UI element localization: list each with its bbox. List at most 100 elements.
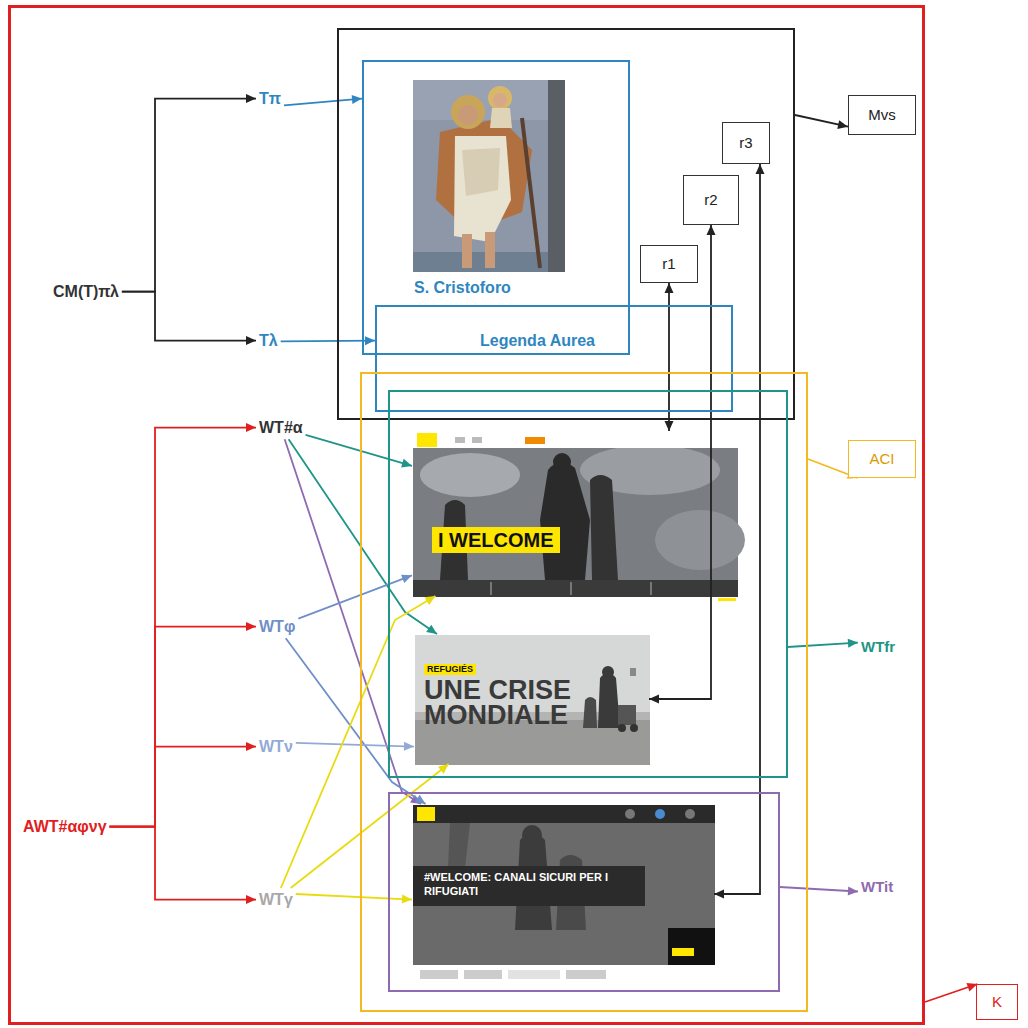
node-text: r1 bbox=[662, 255, 675, 273]
node-text: Tπ bbox=[259, 89, 281, 108]
arrow-head bbox=[707, 225, 716, 235]
node-text: r2 bbox=[704, 191, 717, 209]
node-text: S. Cristoforo bbox=[414, 278, 511, 297]
ref-box: r1 bbox=[640, 245, 698, 283]
connector-line bbox=[649, 225, 711, 699]
arrow-head bbox=[352, 95, 362, 104]
arrow-head bbox=[246, 742, 256, 751]
arrow-head bbox=[246, 622, 256, 631]
text-frame: Legenda Aurea bbox=[375, 305, 733, 412]
node-text: WTit bbox=[861, 878, 893, 896]
node-text: ACI bbox=[869, 450, 894, 468]
text-label: WTfr bbox=[858, 636, 898, 658]
connector-line bbox=[788, 643, 859, 647]
connector-arrow bbox=[298, 575, 412, 619]
ref-box: r2 bbox=[683, 175, 739, 225]
arrow-head bbox=[848, 639, 858, 648]
connector-arrow bbox=[306, 435, 412, 468]
text-label: Tλ bbox=[256, 329, 281, 352]
connector-line bbox=[110, 747, 256, 827]
node-text: CM(T)πλ bbox=[53, 282, 119, 301]
arrow-head bbox=[246, 336, 256, 345]
ref-box: r3 bbox=[722, 122, 770, 164]
result-box: ACI bbox=[848, 440, 916, 478]
connector-arrow bbox=[122, 292, 256, 346]
connector-line bbox=[296, 743, 414, 747]
connector-line bbox=[291, 764, 449, 888]
screenshot: I WELCOME bbox=[412, 431, 737, 596]
connector-arrow bbox=[714, 164, 765, 899]
connector-arrow bbox=[788, 639, 859, 648]
node-text: WT#α bbox=[259, 418, 303, 437]
group-frame: #WELCOME: CANALI SICURI PER I RIFUGIATI bbox=[388, 792, 780, 992]
arrow-head bbox=[402, 895, 412, 904]
arrow-head bbox=[246, 895, 256, 904]
node-text: REFUGIÉS bbox=[424, 664, 476, 675]
group-label: AWT#αφνγ bbox=[20, 815, 110, 838]
connector-arrow bbox=[281, 596, 436, 888]
arrow-head bbox=[365, 336, 375, 345]
node-text: AWT#αφνγ bbox=[23, 817, 107, 836]
web-screenshot bbox=[413, 805, 715, 985]
connector-line bbox=[281, 596, 436, 888]
node-text: WTfr bbox=[861, 638, 895, 656]
connector-line bbox=[298, 575, 412, 618]
connector-line bbox=[284, 99, 362, 106]
group-frame: S. CristoforoLegenda Aurea r1 r2 r3 bbox=[337, 28, 795, 420]
connector-arrow bbox=[281, 336, 375, 345]
screenshot: REFUGIÉSUNE CRISE MONDIALE bbox=[414, 634, 649, 764]
node-text: #WELCOME: CANALI SICURI PER I RIFUGIATI bbox=[424, 870, 624, 899]
connector-arrow bbox=[110, 622, 256, 827]
text-label: WTν bbox=[256, 735, 296, 758]
node-text: r3 bbox=[739, 134, 752, 152]
connector-arrow bbox=[286, 638, 426, 804]
group-label: CM(T)πλ bbox=[50, 280, 122, 303]
connector-line bbox=[281, 340, 375, 343]
node-text: Mvs bbox=[868, 106, 896, 124]
node-text: I WELCOME bbox=[432, 527, 560, 553]
group-frame: I WELCOME REFUGIÉSUNE CRISE MONDIALE #WELC… bbox=[360, 372, 808, 1012]
text-label: WTγ bbox=[256, 888, 296, 911]
image-frame: S. Cristoforo bbox=[362, 60, 630, 355]
arrow-head bbox=[665, 421, 674, 431]
arrow-head bbox=[837, 120, 848, 129]
connector-line bbox=[296, 894, 412, 900]
connector-arrow bbox=[110, 742, 256, 827]
connector-arrow bbox=[795, 115, 848, 129]
node-text: WTφ bbox=[259, 617, 295, 636]
web-screenshot bbox=[413, 432, 745, 601]
connector-arrow bbox=[291, 764, 449, 888]
connector-line bbox=[285, 439, 421, 804]
connector-arrow bbox=[285, 439, 421, 804]
outer-frame: CM(T)πλ TπTλ S. CristoforoLegenda Aurea r1 r… bbox=[8, 5, 925, 1025]
connector-arrow bbox=[780, 886, 859, 895]
arrow-head bbox=[246, 94, 256, 103]
node-text: WTγ bbox=[259, 890, 293, 909]
arrow-head bbox=[714, 890, 724, 899]
arrow-head bbox=[649, 695, 659, 704]
arrow-head bbox=[848, 886, 858, 895]
node-text: Tλ bbox=[259, 331, 278, 350]
connector-line bbox=[780, 887, 859, 892]
group-frame: I WELCOME REFUGIÉSUNE CRISE MONDIALE bbox=[388, 390, 788, 778]
text-label: Tπ bbox=[256, 87, 284, 110]
connector-arrow bbox=[289, 439, 437, 634]
node-text: WTν bbox=[259, 737, 293, 756]
web-screenshot bbox=[415, 635, 650, 765]
node-text: K bbox=[992, 993, 1002, 1011]
connector-line bbox=[714, 164, 760, 894]
connector-line bbox=[110, 827, 256, 900]
connector-line bbox=[286, 638, 426, 804]
connector-line bbox=[110, 627, 256, 827]
result-box: K bbox=[976, 984, 1018, 1020]
screenshot: #WELCOME: CANALI SICURI PER I RIFUGIATI bbox=[412, 804, 714, 984]
connector-arrow bbox=[122, 94, 256, 292]
text-label: WTit bbox=[858, 876, 896, 898]
connector-arrow bbox=[925, 983, 977, 1002]
connector-arrow bbox=[296, 742, 414, 751]
fresco-image bbox=[413, 80, 565, 272]
connector-arrow bbox=[296, 894, 412, 904]
connector-arrow bbox=[649, 225, 716, 704]
arrow-head bbox=[426, 625, 437, 634]
